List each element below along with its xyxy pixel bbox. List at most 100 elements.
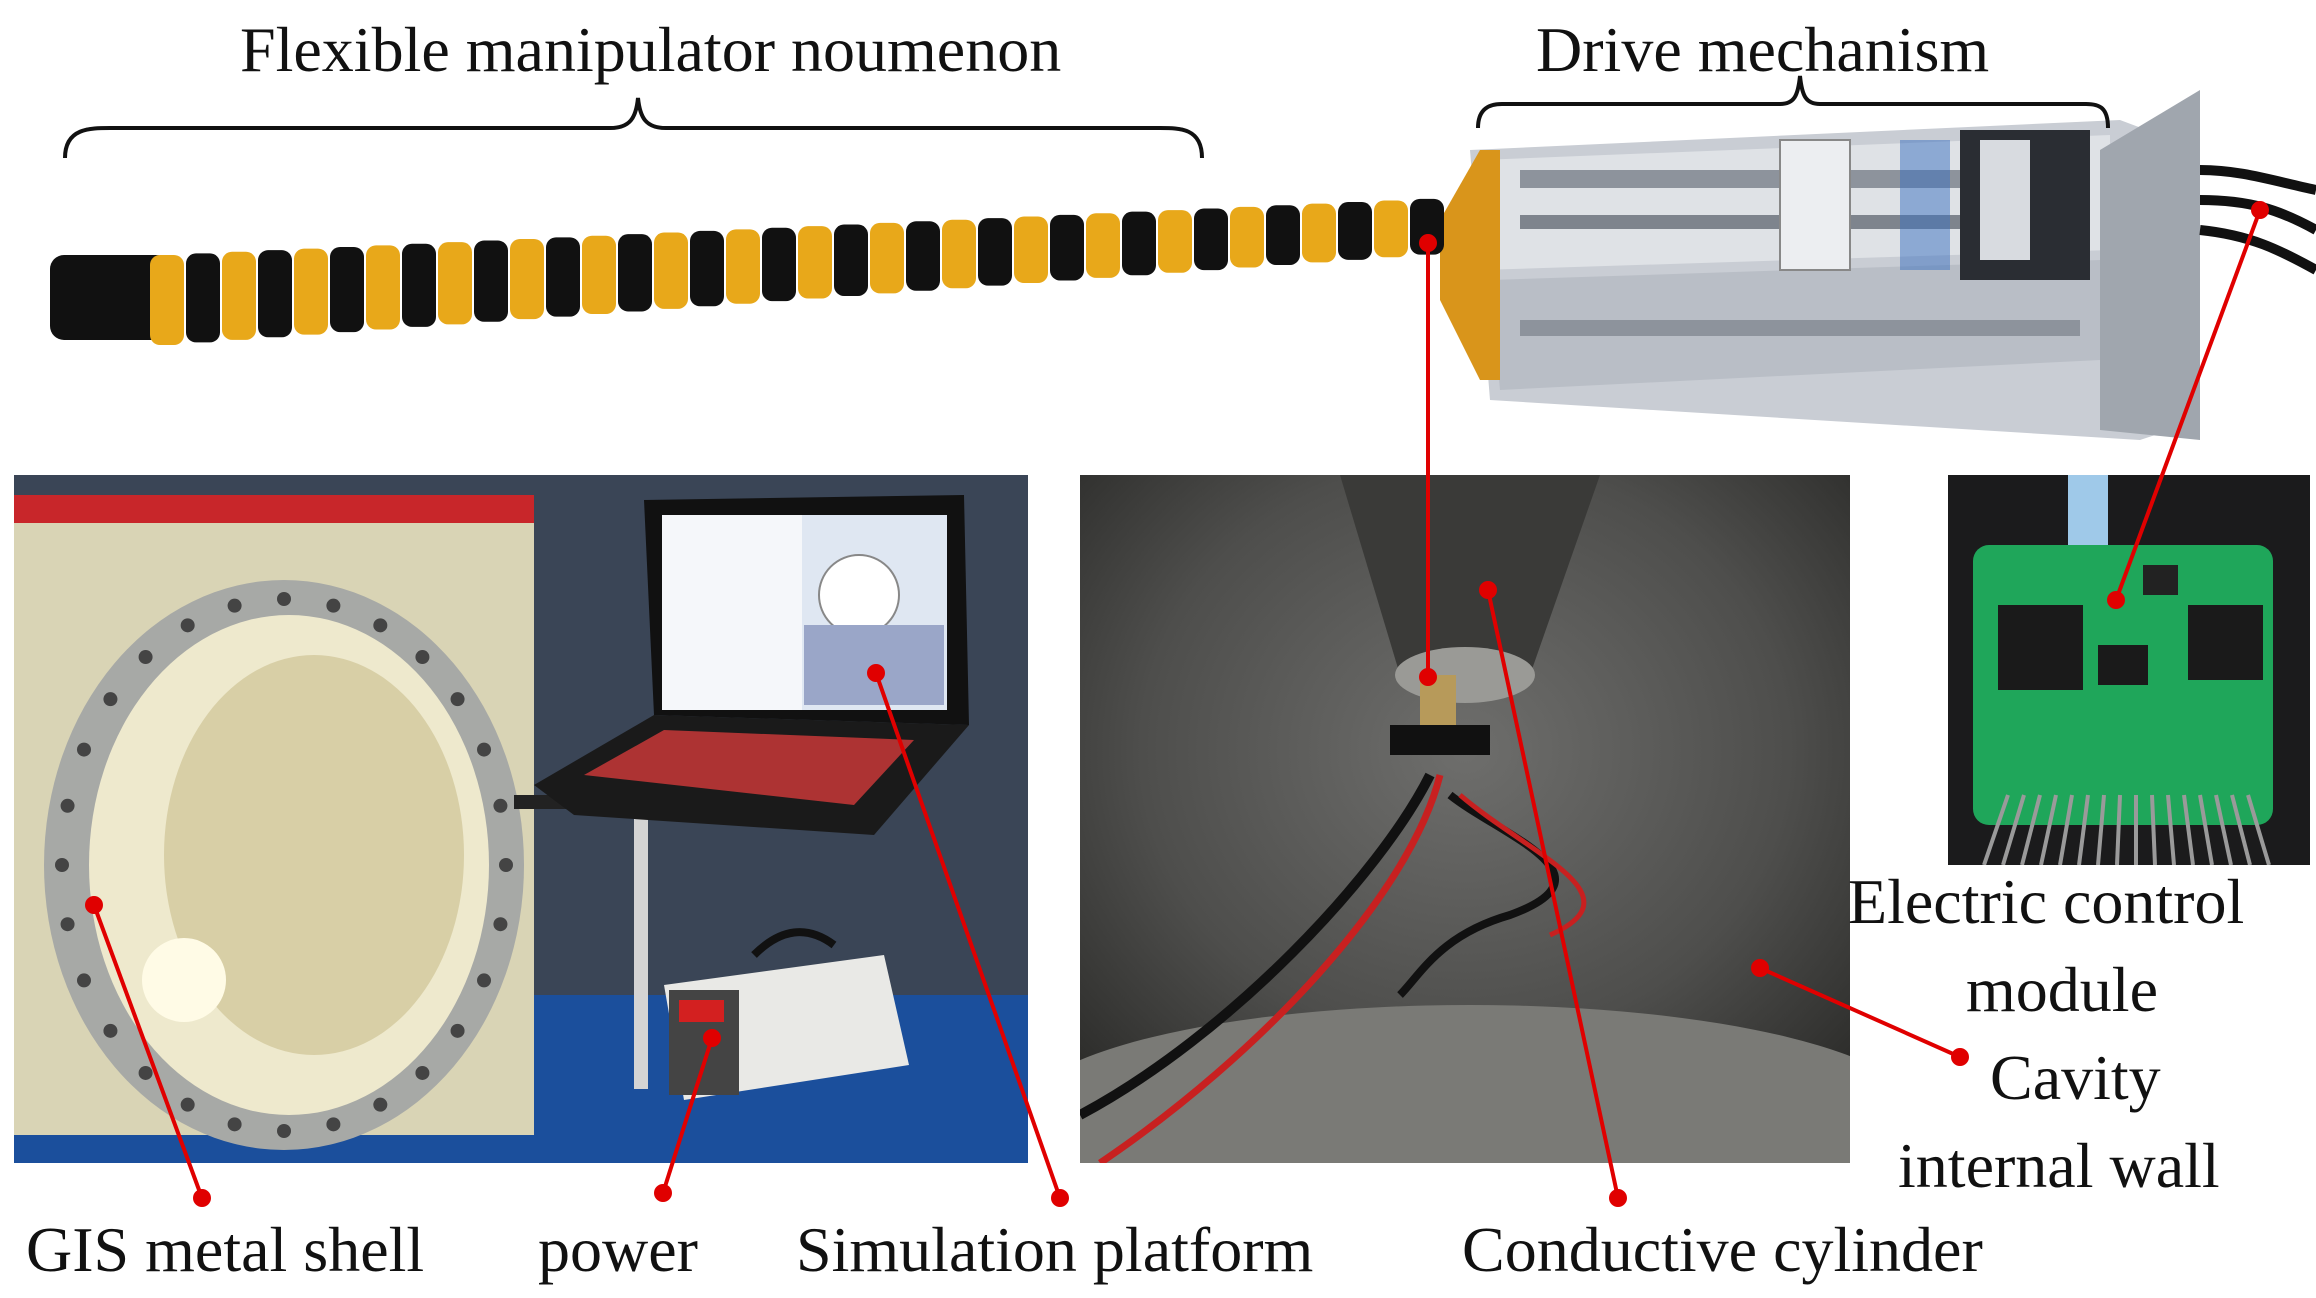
bolt-hole [60,798,75,813]
manipulator-segment [474,240,508,322]
pcb-wire-leads [1982,794,2271,865]
pcb-lead [2001,794,2026,865]
bolt-hole [450,692,465,707]
manipulator-segment [942,219,976,289]
bolt-hole [138,650,153,665]
pcb-lead [2166,794,2176,865]
manipulator-tip [50,255,170,340]
manipulator-segment [1122,211,1156,276]
manipulator-segment [294,248,328,335]
label-electric-control-line2: module [1966,954,2158,1025]
bolt-hole [180,1097,195,1112]
bolt-hole [493,798,508,813]
cavity-interior-photo [1080,475,1850,1163]
manipulator-segment [690,230,724,307]
bolt-hole [326,1117,341,1132]
manipulator-segment [870,222,904,294]
pcb-lead [2096,794,2106,865]
drive-mechanism-image [1440,90,2316,440]
label-conductive-cylinder: Conductive cylinder [1462,1214,1983,1285]
manipulator-segment [726,229,760,304]
label-flexible-manipulator: Flexible manipulator noumenon [240,14,1062,85]
bolt-hole [227,598,242,613]
manipulator-segment [798,226,832,299]
manipulator-segment [258,250,292,338]
manipulator-segment [1050,214,1084,281]
pcb-lead [2039,794,2058,865]
manipulator-segment [402,243,436,327]
bolt-hole [55,858,69,872]
pcb-lead [2020,794,2042,865]
manipulator-segment [366,245,400,330]
manipulator-segment [654,232,688,309]
pcb-lead [2150,794,2157,865]
pcb-lead [2058,794,2074,865]
lamp [142,938,226,1022]
manipulator-segment [618,234,652,312]
label-drive-mechanism: Drive mechanism [1536,14,1990,85]
label-cavity-line2: internal wall [1898,1130,2220,1201]
manipulator-segment [1230,206,1264,268]
manipulator-segment [1194,208,1228,271]
manipulator-segment [150,255,184,345]
bolt-hole [493,917,508,932]
label-power: power [538,1214,698,1285]
gis-scene [14,475,1028,1163]
manipulator-segment [222,251,256,340]
pcb-lead [2214,794,2233,865]
bolt-hole [373,1097,388,1112]
manipulator-segment [1302,203,1336,263]
bolt-hole [326,598,341,613]
bolt-hole [277,1124,291,1138]
pcb-lead [2077,794,2090,865]
pcb-lead [2115,794,2122,865]
manipulator-segment [510,238,544,320]
pcb-lead [1982,794,2010,865]
pcb-lead [2230,794,2252,865]
cavity-scene [1080,475,1850,1163]
manipulator-segment [1338,202,1372,260]
flexible-manipulator-image [50,198,1444,345]
bolt-hole [477,973,492,988]
pcb-lead [2198,794,2214,865]
bolt-hole [373,618,388,633]
bolt-hole [138,1065,153,1080]
manipulator-segment [834,224,868,296]
label-simulation-platform: Simulation platform [796,1214,1314,1285]
bolt-hole [227,1117,242,1132]
manipulator-segment [438,242,472,325]
bolt-hole [477,742,492,757]
bolt-hole [60,917,75,932]
label-gis-shell: GIS metal shell [26,1214,425,1285]
manipulator-segment [1374,200,1408,258]
manipulator-segment [330,246,364,333]
manipulator-segment [762,227,796,302]
manipulator-segment [546,237,580,317]
manipulator-segment [906,221,940,291]
bolt-hole [180,618,195,633]
manipulator-segment [1014,216,1048,284]
bolt-hole [103,692,118,707]
bolt-hole [450,1023,465,1038]
bolt-hole [103,1023,118,1038]
bolt-hole [76,973,91,988]
bolt-hole [415,1065,430,1080]
manipulator-segment [978,218,1012,286]
gis-platform-photo [14,475,1028,1163]
control-module-photo [1948,475,2310,865]
pcb-lead [2182,794,2195,865]
manipulator-segment [1158,210,1192,273]
label-cavity-line1: Cavity [1990,1042,2161,1113]
circuit-board-icon [1948,475,2310,865]
bolt-hole [499,858,513,872]
bolt-hole [277,592,291,606]
pcb-lead [2246,794,2271,865]
bolt-hole [415,650,430,665]
manipulator-segment [582,235,616,315]
bolt-hole [76,742,91,757]
manipulator-segment [1266,205,1300,265]
manipulator-segment [1410,198,1444,255]
label-electric-control-line1: Electric control [1848,866,2245,937]
manipulator-segment [1086,213,1120,278]
manipulator-segment [186,253,220,343]
